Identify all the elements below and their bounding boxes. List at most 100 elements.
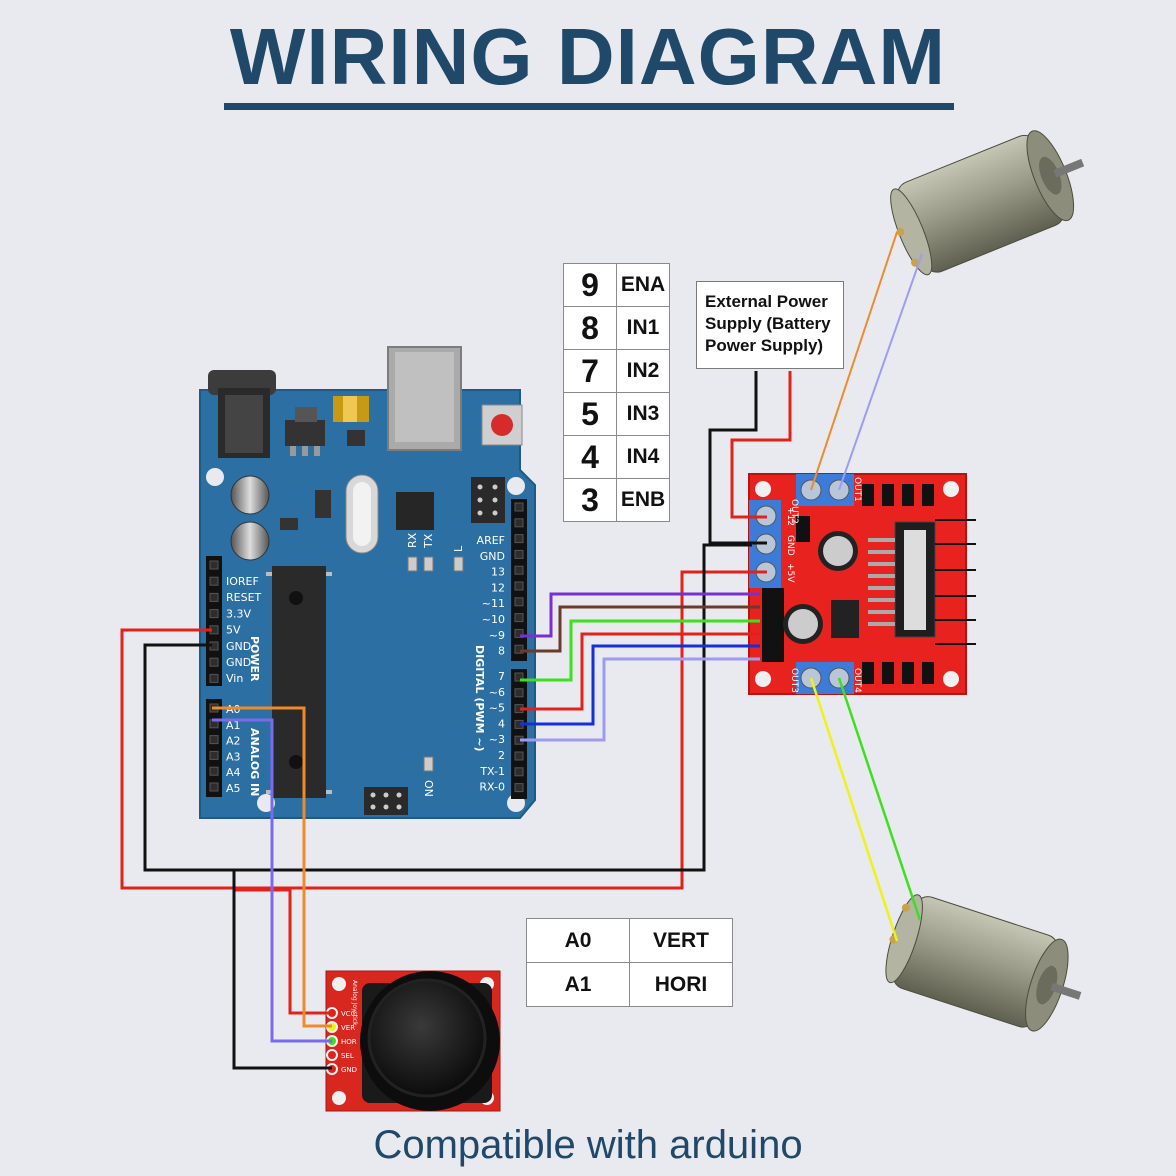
pin-signal: IN2: [616, 349, 670, 393]
header-hole: [209, 766, 219, 776]
ext-line-1: External Power: [705, 292, 828, 311]
joystick-pin-label: VER: [341, 1024, 355, 1032]
wire-out1-lavender: [838, 253, 923, 491]
analog-pin-label: A5: [226, 782, 241, 795]
header-hole: [514, 783, 524, 793]
l-label: L: [452, 545, 465, 552]
joystick-pin: [326, 1049, 338, 1061]
power-pin-label: RESET: [226, 591, 262, 604]
joystick-pin-label: HOR: [341, 1038, 357, 1046]
digital-pin-label: RX-0: [479, 781, 505, 794]
wire-in4-blue: [520, 644, 760, 726]
out1-label: OUT1: [852, 477, 862, 502]
pin-signal: IN1: [616, 306, 670, 350]
joystick-axis: VERT: [629, 918, 733, 963]
digital-pin-label: ~6: [489, 686, 505, 699]
header-hole: [514, 549, 524, 559]
joystick-pin-label: VCC: [341, 1010, 356, 1018]
pin-number: 3: [563, 478, 617, 522]
analog-pin: A1: [526, 962, 630, 1007]
motor-driver-board: OUT2 OUT1 OUT3 OUT4 +12 GND +5V: [748, 473, 976, 695]
header-hole: [209, 592, 219, 602]
power-pin-label: IOREF: [226, 575, 259, 588]
header-hole: [514, 628, 524, 638]
wire-out3-yellow: [809, 677, 899, 942]
digital-pin-label: AREF: [477, 534, 505, 547]
digital-pin-label: ~5: [489, 702, 505, 715]
wire-ext-red: [730, 371, 792, 519]
out3-label: OUT3: [789, 668, 799, 693]
digital-pin-label: ~9: [489, 629, 505, 642]
analog-pin-label: A3: [226, 750, 241, 763]
wire-in2-green: [520, 619, 760, 682]
header-hole: [514, 644, 524, 654]
power-pin-label: 5V: [226, 624, 241, 637]
header-hole: [209, 750, 219, 760]
header-hole: [514, 688, 524, 698]
header-hole: [209, 782, 219, 792]
footer-caption: Compatible with arduino: [373, 1123, 803, 1167]
pin-number: 4: [563, 435, 617, 479]
digital-pin-label: 2: [498, 749, 505, 762]
header-hole: [514, 518, 524, 528]
tx-label: TX: [422, 533, 435, 549]
analog-pin: A0: [526, 918, 630, 963]
power-pin-label: GND: [226, 640, 251, 653]
power-pin-label: 3.3V: [226, 607, 251, 620]
wire-in3-red: [520, 632, 760, 711]
motor-bottom: [885, 894, 1082, 1032]
digital-pin-label: GND: [480, 550, 505, 563]
header-hole: [209, 673, 219, 683]
wire-out4-green: [837, 677, 922, 921]
wire-ena-purple: [520, 592, 760, 638]
pin-number: 9: [563, 263, 617, 307]
header-hole: [514, 751, 524, 761]
digital-pin-label: 13: [491, 566, 505, 579]
wire-joy-ver-orange: [212, 706, 332, 1028]
header-hole: [209, 657, 219, 667]
digital-pin-label: ~3: [489, 733, 505, 746]
header-hole: [514, 502, 524, 512]
v5-label: +5V: [785, 563, 795, 583]
power-pin-label: GND: [226, 656, 251, 669]
motor-top: [890, 130, 1085, 276]
pin-number: 7: [563, 349, 617, 393]
wire-out2-orange: [810, 231, 898, 491]
wire-gnd-black: [143, 543, 752, 872]
header-hole: [209, 576, 219, 586]
wire-joy-hor-lavender: [212, 718, 332, 1043]
power-pin-labels: IOREF RESET 3.3V 5V GND GND Vin: [226, 575, 262, 685]
wires: [120, 231, 923, 1070]
pin-signal: ENB: [616, 478, 670, 522]
pin-signal: ENA: [616, 263, 670, 307]
power-header-label: POWER: [248, 636, 261, 682]
power-pin-label: Vin: [226, 672, 243, 685]
title-underline: [224, 103, 954, 110]
pin-number: 8: [563, 306, 617, 350]
header-hole: [209, 735, 219, 745]
arduino-board: TX RX L ON POWER ANALOG IN DIGITAL (PWM …: [199, 346, 536, 819]
wire-joy-vcc-red: [232, 888, 332, 1015]
digital-pin-label: ~10: [482, 613, 505, 626]
header-hole: [514, 597, 524, 607]
page-title: WIRING DIAGRAM: [229, 12, 947, 101]
out4-label: OUT4: [852, 668, 862, 693]
pin-signal: IN3: [616, 392, 670, 436]
v12-label: +12: [785, 507, 795, 526]
joystick-axis: HORI: [629, 962, 733, 1007]
analog-pin-label: A2: [226, 735, 241, 748]
digital-pin-label: 7: [498, 670, 505, 683]
header-hole: [514, 581, 524, 591]
analog-pin-label: A1: [226, 719, 241, 732]
